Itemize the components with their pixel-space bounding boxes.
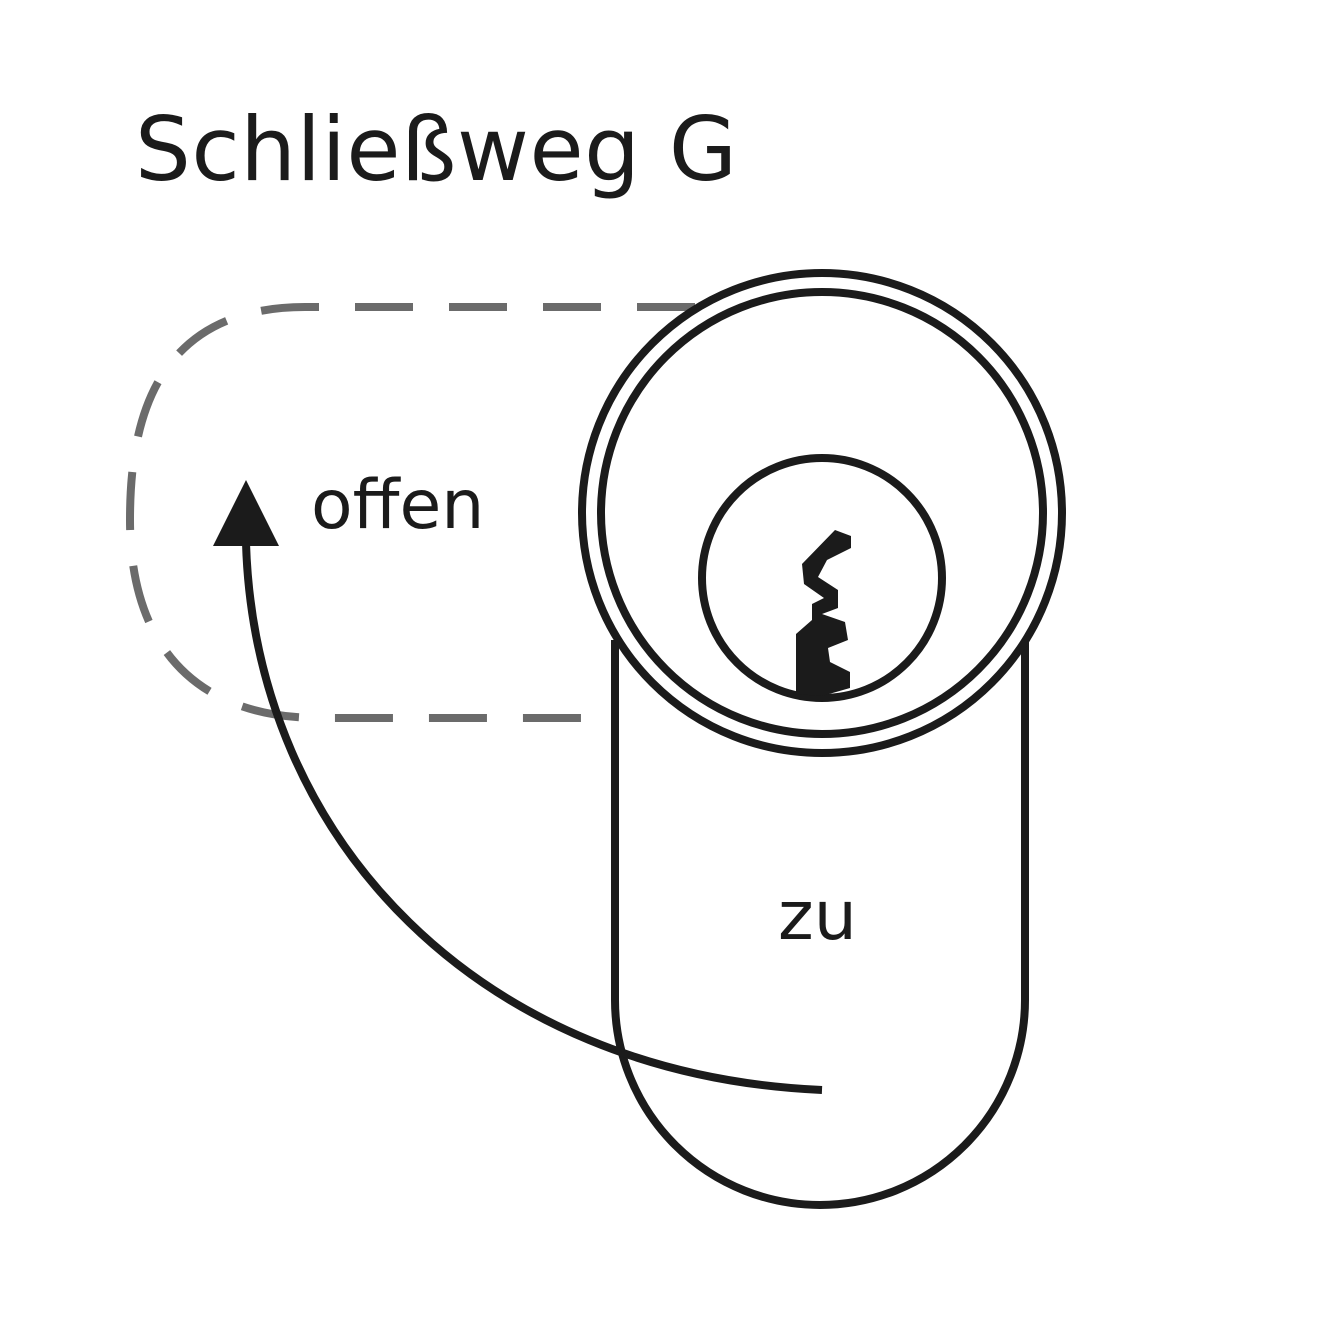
rotation-arrow-icon	[213, 480, 279, 546]
diagram-title: Schließweg G	[135, 98, 738, 201]
keyway-icon	[796, 530, 851, 696]
closed-label: zu	[778, 877, 857, 956]
open-cam-outline	[125, 303, 695, 722]
lock-cylinder-icon	[578, 269, 1066, 757]
cylinder-body	[611, 640, 1029, 1209]
rotation-arrow-curve	[242, 542, 823, 1094]
open-label: offen	[311, 466, 485, 545]
